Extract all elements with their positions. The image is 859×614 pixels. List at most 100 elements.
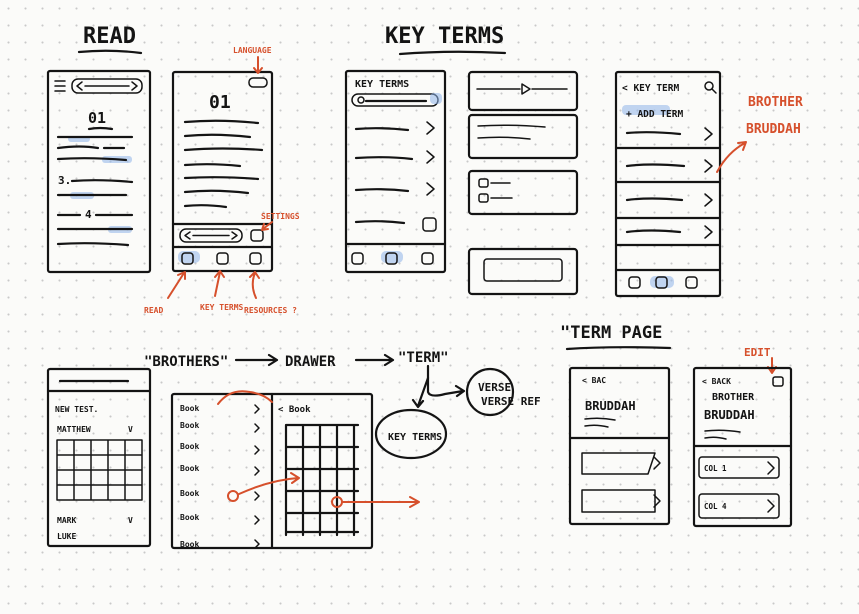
annotation-settings: SETTINGS xyxy=(261,212,300,221)
term-title-b-2: BRUDDAH xyxy=(704,408,755,422)
drawer-back-book[interactable]: < Book xyxy=(278,405,311,415)
hamburger-icon[interactable] xyxy=(54,80,66,92)
key-terms-cards xyxy=(467,70,579,296)
chevron-right-icon[interactable] xyxy=(704,225,713,239)
book-row[interactable]: Book xyxy=(180,404,199,413)
chevron-right-icon[interactable] xyxy=(767,499,775,513)
chapter-selector[interactable] xyxy=(71,78,143,94)
book-nav-screen: NEW TEST. MATTHEW V MARK V LUKE xyxy=(46,367,152,548)
new-test-label: NEW TEST. xyxy=(55,405,98,414)
key-terms-screen-1: KEY TERMS xyxy=(344,69,447,274)
card-audio[interactable] xyxy=(467,70,579,112)
tab-read[interactable] xyxy=(351,252,364,265)
book-row[interactable]: Book xyxy=(180,464,199,473)
ref-card[interactable] xyxy=(581,452,656,475)
language-button[interactable] xyxy=(248,77,268,88)
play-icon[interactable] xyxy=(521,83,531,95)
flow-step-drawer: DRAWER xyxy=(285,354,336,370)
tab-read[interactable] xyxy=(181,252,194,265)
read-annotations: LANGUAGE SETTINGS READ KEY TERMS RESOURC… xyxy=(144,46,300,315)
tab-resources[interactable] xyxy=(685,276,698,289)
heading-read: READ xyxy=(77,24,143,55)
drawer-screen: Book Book Book Book Book Book Book < Boo… xyxy=(170,390,420,550)
heading-key-terms-text: KEY TERMS xyxy=(385,24,504,49)
key-term-list-screen: < KEY TERM + ADD TERM xyxy=(614,70,722,298)
chevron-right-icon[interactable] xyxy=(426,182,435,196)
search-icon xyxy=(357,96,365,104)
flow-verse-ref: VERSE REF xyxy=(481,395,541,408)
annotation-key-terms: KEY TERMS xyxy=(200,303,244,312)
term-title-a: BRUDDAH xyxy=(585,399,636,413)
book-mark[interactable]: MARK xyxy=(57,516,76,525)
chevron-down-icon[interactable]: V xyxy=(128,425,133,434)
ref-card-col4[interactable] xyxy=(698,493,780,519)
ref-col-1: COL 1 xyxy=(704,464,727,473)
add-button[interactable] xyxy=(422,217,437,232)
chapter-grid[interactable] xyxy=(56,439,143,501)
chevron-right-icon[interactable] xyxy=(767,461,775,475)
read-screen-2: 01 xyxy=(171,70,274,273)
flow-step-brothers: "BROTHERS" xyxy=(144,354,228,370)
ref-col-4: COL 4 xyxy=(704,502,727,511)
chevron-right-icon[interactable] xyxy=(704,193,713,207)
heading-term-page-text: "TERM PAGE xyxy=(560,323,662,343)
chevron-right-icon[interactable] xyxy=(426,150,435,164)
chapter-number: 01 xyxy=(88,109,106,127)
read-screen-1: 01 3. 4 xyxy=(46,69,152,274)
settings-button[interactable] xyxy=(250,229,264,242)
book-luke[interactable]: LUKE xyxy=(57,532,76,541)
book-row[interactable]: Book xyxy=(180,513,199,522)
heading-read-text: READ xyxy=(83,24,136,49)
example-word-2: BRUDDAH xyxy=(746,122,801,137)
card-options[interactable] xyxy=(467,169,579,216)
key-term-list-title: < KEY TERM xyxy=(622,83,679,94)
book-matthew[interactable]: MATTHEW xyxy=(57,425,91,434)
chevron-right-icon[interactable] xyxy=(426,121,435,135)
term-page-screen-2: EDIT < BACK BROTHER BRUDDAH COL 1 COL 4 xyxy=(692,346,793,528)
heading-key-terms: KEY TERMS xyxy=(385,24,507,56)
tab-resources[interactable] xyxy=(249,252,262,265)
flow-diagram: "BROTHERS" DRAWER "TERM" VERSE VERSE REF… xyxy=(144,350,541,460)
flow-key-terms: KEY TERMS xyxy=(388,432,442,443)
chevron-right-icon[interactable] xyxy=(704,127,713,141)
card-text[interactable] xyxy=(467,113,579,160)
heading-term-page: "TERM PAGE xyxy=(560,323,672,351)
key-terms-search-title: KEY TERMS xyxy=(355,79,409,90)
add-term-button[interactable]: + ADD TERM xyxy=(626,109,683,120)
verse-4-number: 4 xyxy=(85,208,92,221)
ref-card-col1[interactable] xyxy=(698,456,780,479)
book-row[interactable]: Book xyxy=(180,421,199,430)
flow-step-term: "TERM" xyxy=(398,350,449,366)
tab-read[interactable] xyxy=(628,276,641,289)
search-icon[interactable] xyxy=(704,81,714,91)
tab-key-terms[interactable] xyxy=(655,276,668,289)
term-back-a[interactable]: < BAC xyxy=(582,376,606,385)
chevron-right-icon[interactable] xyxy=(653,494,661,508)
term-back-b[interactable]: < BACK xyxy=(702,377,731,386)
term-title-b-1: BROTHER xyxy=(712,392,755,403)
edit-button[interactable] xyxy=(772,376,784,387)
term-page-screen-1: < BAC BRUDDAH xyxy=(568,366,671,526)
chapter-number-2: 01 xyxy=(209,92,231,113)
chapter-selector-bottom[interactable] xyxy=(179,228,243,243)
annotation-resources: RESOURCES ? xyxy=(244,306,297,315)
ref-card[interactable] xyxy=(581,489,656,513)
annotation-language: LANGUAGE xyxy=(233,46,272,55)
tab-resources[interactable] xyxy=(421,252,434,265)
example-term-annotation: BROTHER BRUDDAH xyxy=(716,95,803,173)
chevron-right-icon[interactable] xyxy=(254,404,260,549)
book-row[interactable]: Book xyxy=(180,442,199,451)
chevron-right-icon[interactable] xyxy=(704,159,713,173)
tab-key-terms[interactable] xyxy=(216,252,229,265)
annotation-edit: EDIT xyxy=(744,346,771,359)
flow-verse-ref-line1: VERSE xyxy=(478,381,511,394)
card-input[interactable] xyxy=(467,247,579,296)
chevron-right-icon[interactable] xyxy=(653,456,661,470)
book-row[interactable]: Book xyxy=(180,540,199,549)
book-row[interactable]: Book xyxy=(180,489,199,498)
tab-key-terms[interactable] xyxy=(385,252,398,265)
annotation-read: READ xyxy=(144,306,163,315)
verse-3-number: 3. xyxy=(58,174,71,187)
chevron-down-icon[interactable]: V xyxy=(128,516,133,525)
